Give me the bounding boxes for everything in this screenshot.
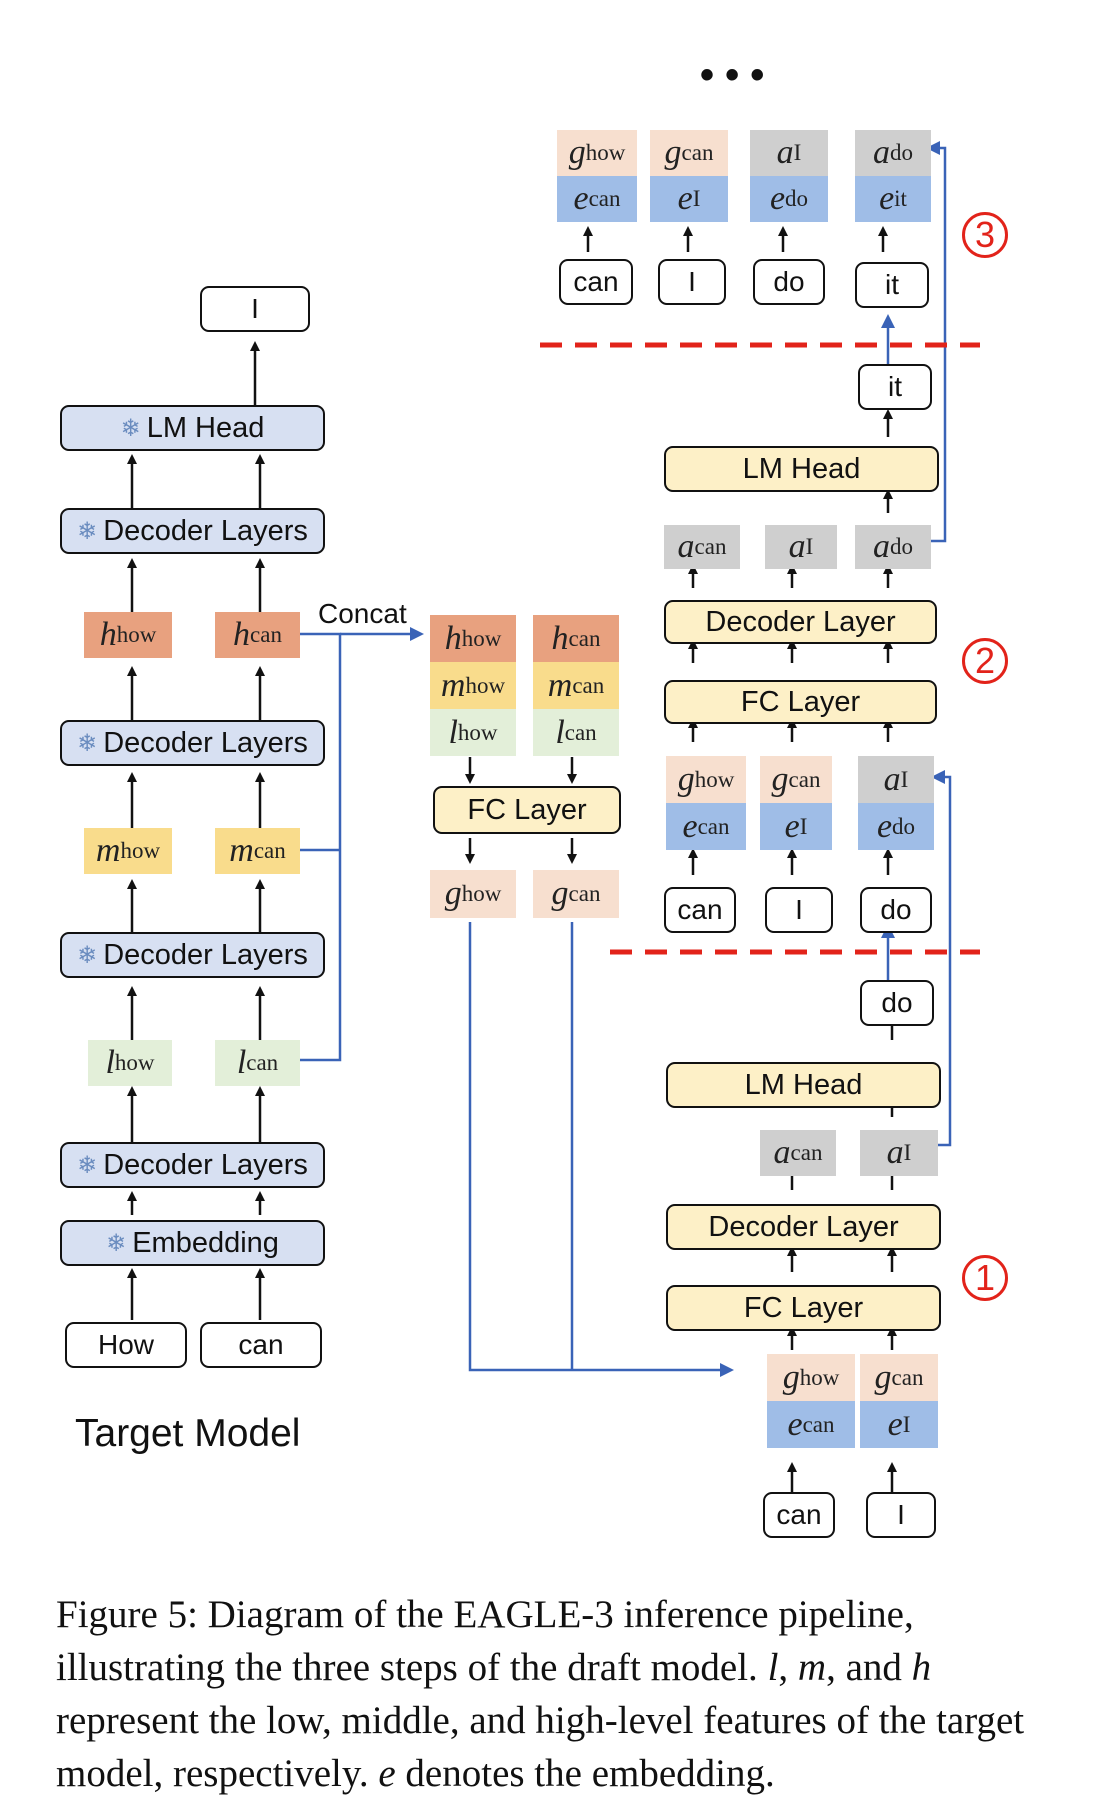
concat-label: Concat (318, 598, 407, 629)
step1-marker: 1 (962, 1255, 1008, 1301)
decoder-layers-label: Decoder Layers (103, 726, 308, 759)
caption-sym-h: h (911, 1646, 932, 1689)
caption-sym-l: l (767, 1646, 779, 1689)
caption-suffix: denotes the embedding. (405, 1752, 775, 1795)
step2-input-I: I (765, 887, 833, 933)
frozen-snowflake-icon: ❄ (77, 729, 98, 757)
caption-sym-e: e (378, 1752, 396, 1795)
step2-decoder-layer: Decoder Layer (664, 600, 937, 644)
target-input-can: can (200, 1322, 322, 1368)
decoder-layers-label: Decoder Layers (103, 514, 308, 547)
step2-input-do: do (860, 887, 932, 933)
step1-lm-head: LM Head (666, 1062, 941, 1108)
step2-output-it: it (858, 364, 932, 410)
step3-input-can: can (559, 259, 633, 305)
frozen-snowflake-icon: ❄ (77, 1151, 98, 1179)
caption-mid: represent the low, middle, and high-leve… (56, 1699, 1025, 1795)
caption-prefix: Figure 5: Diagram of the EAGLE-3 inferen… (56, 1593, 914, 1689)
target-model-title: Target Model (75, 1412, 301, 1455)
step1-decoder-layer: Decoder Layer (666, 1204, 941, 1250)
ellipsis-dots: • • • (700, 53, 764, 97)
step1-output-do: do (860, 980, 934, 1026)
target-decoder-layers-3: ❄ Decoder Layers (60, 508, 325, 554)
step3-input-do: do (753, 259, 825, 305)
step1-input-I: I (866, 1492, 936, 1538)
step2-input-can: can (664, 887, 736, 933)
target-output-token: I (200, 286, 310, 332)
figure-caption: Figure 5: Diagram of the EAGLE-3 inferen… (56, 1588, 1066, 1800)
step3-input-it: it (855, 262, 929, 308)
embedding-label: Embedding (132, 1226, 279, 1259)
step2-fc-layer: FC Layer (664, 680, 937, 724)
target-decoder-layers-1: ❄ Decoder Layers (60, 932, 325, 978)
decoder-layers-label: Decoder Layers (103, 938, 308, 971)
frozen-snowflake-icon: ❄ (77, 517, 98, 545)
step1-input-can: can (763, 1492, 835, 1538)
step2-marker: 2 (962, 638, 1008, 684)
frozen-snowflake-icon: ❄ (77, 941, 98, 969)
caption-sym-m: m (797, 1646, 827, 1689)
frozen-snowflake-icon: ❄ (120, 414, 141, 442)
target-lm-head: ❄ LM Head (60, 405, 325, 451)
target-input-how: How (65, 1322, 187, 1368)
target-decoder-layers-2: ❄ Decoder Layers (60, 720, 325, 766)
concat-fc-layer: FC Layer (433, 786, 621, 834)
target-lm-head-label: LM Head (146, 411, 265, 444)
caption-sep1: , (778, 1646, 789, 1689)
decoder-layers-label: Decoder Layers (103, 1148, 308, 1181)
step1-fc-layer: FC Layer (666, 1285, 941, 1331)
step2-lm-head: LM Head (664, 446, 939, 492)
target-decoder-layers-0: ❄ Decoder Layers (60, 1142, 325, 1188)
target-embedding: ❄ Embedding (60, 1220, 325, 1266)
caption-sep2: , and (826, 1646, 902, 1689)
frozen-snowflake-icon: ❄ (106, 1229, 127, 1257)
step3-input-I: I (658, 259, 726, 305)
step3-marker: 3 (962, 212, 1008, 258)
